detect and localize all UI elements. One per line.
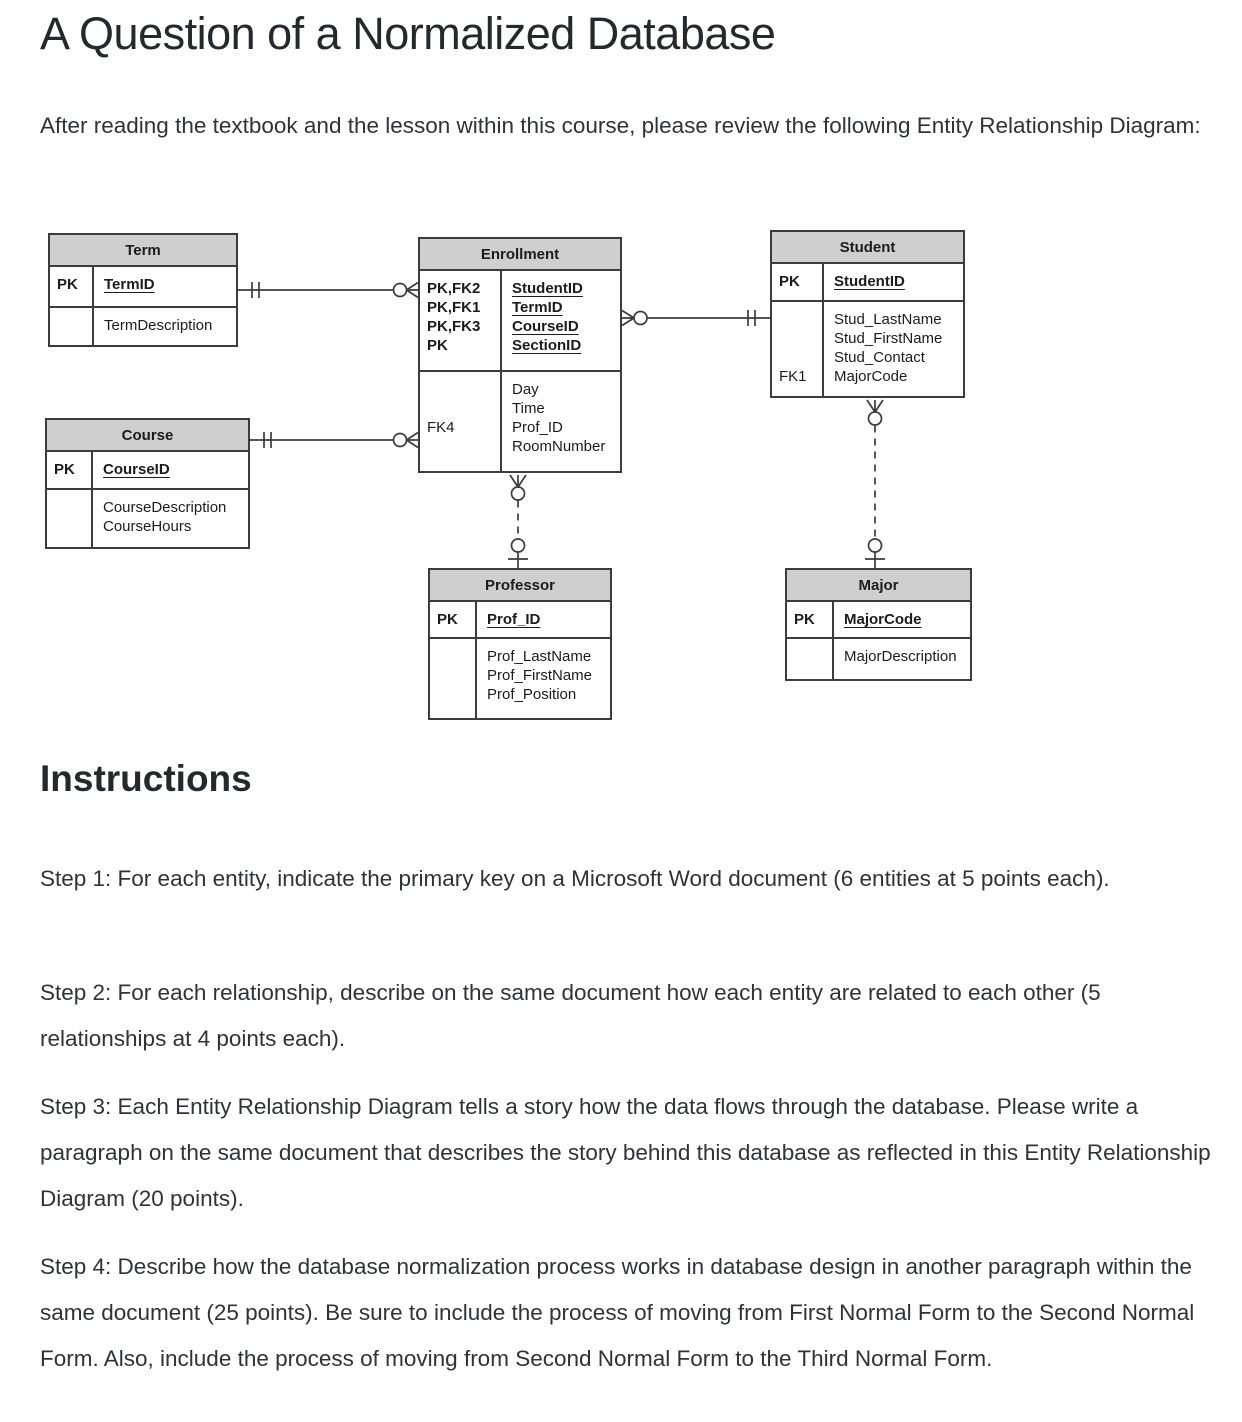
entity-enrollment-pk-attrs: StudentID TermID CourseID SectionID — [512, 280, 583, 354]
relationship-term-enrollment — [238, 281, 419, 299]
entity-term: Term PK TermID TermDescription — [48, 233, 238, 347]
step-1-text: Step 1: For each entity, indicate the pr… — [40, 866, 1110, 891]
relationship-student-enrollment — [621, 309, 770, 327]
relationship-course-enrollment — [250, 431, 419, 449]
entity-course-pk-attr: CourseID — [103, 461, 170, 478]
entity-professor-attr-label — [430, 639, 477, 718]
entity-student-name: Student — [772, 232, 963, 264]
er-diagram: Term PK TermID TermDescription Course PK… — [0, 225, 1242, 730]
entity-major: Major PK MajorCode MajorDescription — [785, 568, 972, 681]
entity-major-pk-label: PK — [787, 602, 834, 637]
entity-major-pk-attr: MajorCode — [844, 611, 922, 628]
entity-enrollment-name: Enrollment — [420, 239, 620, 271]
entity-professor-name: Professor — [430, 570, 610, 602]
entity-course-pk-label: PK — [47, 452, 93, 488]
entity-professor-pk-label: PK — [430, 602, 477, 637]
relationship-connectors — [238, 281, 885, 568]
entity-course-name: Course — [47, 420, 248, 452]
entity-term-name: Term — [50, 235, 236, 267]
page-title: A Question of a Normalized Database — [40, 8, 776, 59]
entity-term-pk-attr: TermID — [104, 276, 155, 293]
relationship-enrollment-professor — [508, 474, 528, 568]
entity-course-attr-label — [47, 490, 93, 547]
entity-term-pk-label: PK — [50, 267, 94, 306]
entity-student-attrs: Stud_LastName Stud_FirstName Stud_Contac… — [834, 311, 943, 385]
entity-student-pk-label: PK — [772, 264, 824, 300]
entity-professor-pk-attr: Prof_ID — [487, 611, 541, 628]
entity-student-fk-label: FK1 — [772, 302, 824, 396]
entity-enrollment-pk-labels: PK,FK2 PK,FK1 PK,FK3 PK — [420, 271, 502, 370]
relationship-student-major — [865, 399, 885, 568]
entity-student-pk-attr: StudentID — [834, 273, 905, 290]
step-2-text: Step 2: For each relationship, describe … — [40, 980, 1101, 1051]
entity-enrollment: Enrollment PK,FK2 PK,FK1 PK,FK3 PK Stude… — [418, 237, 622, 473]
entity-professor: Professor PK Prof_ID Prof_LastName Prof_… — [428, 568, 612, 720]
entity-course-attrs: CourseDescription CourseHours — [103, 499, 227, 535]
entity-term-attrs: TermDescription — [104, 317, 213, 334]
entity-student: Student PK StudentID FK1 Stud_LastName S… — [770, 230, 965, 398]
entity-enrollment-attrs: Day Time Prof_ID RoomNumber — [512, 381, 606, 455]
step-3-text: Step 3: Each Entity Relationship Diagram… — [40, 1094, 1211, 1211]
entity-course: Course PK CourseID CourseDescription Cou… — [45, 418, 250, 549]
entity-professor-attrs: Prof_LastName Prof_FirstName Prof_Positi… — [487, 648, 593, 703]
entity-enrollment-fk-label: FK4 — [420, 372, 502, 471]
entity-major-attrs: MajorDescription — [844, 648, 957, 665]
instructions-heading: Instructions — [40, 758, 252, 799]
step-4-text: Step 4: Describe how the database normal… — [40, 1254, 1195, 1371]
entity-major-attr-label — [787, 639, 834, 679]
intro-text: After reading the textbook and the lesso… — [40, 113, 1201, 138]
entity-major-name: Major — [787, 570, 970, 602]
entity-term-attr-label — [50, 308, 94, 345]
